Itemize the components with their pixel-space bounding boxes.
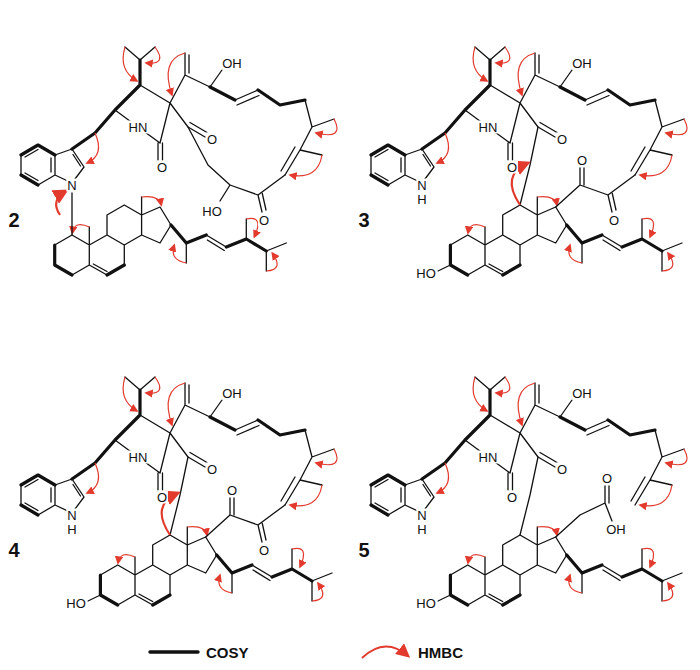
hydroxyketone-bridge [56, 127, 285, 235]
atom-label: H [66, 523, 77, 536]
compound-drawing [371, 377, 687, 605]
atom-label: HO [415, 597, 437, 610]
macrocycle-core [21, 47, 337, 185]
atom-label: HN [478, 451, 499, 464]
atom-label: O [506, 491, 518, 504]
atom-label: O [156, 161, 168, 174]
atom-label: O [226, 484, 238, 497]
atom-label: O [206, 463, 218, 476]
atom-label: N [416, 509, 427, 522]
atom-label: N [66, 179, 77, 192]
atom-label: HO [201, 205, 223, 218]
atom-label: HO [415, 267, 437, 280]
atom-label: OH [571, 387, 593, 400]
steroid-unit [450, 197, 682, 275]
compound-drawing [371, 47, 687, 275]
atom-label: HN [128, 451, 149, 464]
atom-label: O [258, 544, 270, 557]
atom-label: OH [221, 57, 243, 70]
atom-label: OH [221, 387, 243, 400]
atom-label: N [416, 179, 427, 192]
atom-label: H [416, 193, 427, 206]
macrocycle-core [371, 377, 687, 515]
compound-number: 2 [8, 210, 19, 230]
macrocycle-core [371, 47, 687, 185]
atom-label: H [416, 523, 427, 536]
atom-label: O [506, 161, 518, 174]
atom-label: OH [571, 57, 593, 70]
atom-label: O [601, 472, 613, 485]
atom-label: O [258, 214, 270, 227]
diketone-bridge [438, 127, 635, 271]
atom-label: O [576, 154, 588, 167]
macrocycle-core [21, 377, 337, 515]
hmbc-sample [362, 646, 408, 658]
atom-label: HO [65, 597, 87, 610]
cosy-sample [150, 650, 198, 653]
compound-drawing [21, 47, 337, 275]
steroid-unit [55, 197, 287, 275]
atom-label: O [556, 133, 568, 146]
compound-number: 4 [8, 540, 19, 560]
atom-label: O [608, 214, 620, 227]
diketone-bridge [88, 457, 285, 601]
atom-label: O [556, 463, 568, 476]
compound-number: 3 [358, 210, 369, 230]
legend-text: HMBC [418, 645, 463, 660]
legend-text: COSY [206, 645, 249, 660]
atom-label: HN [128, 121, 149, 134]
atom-label: O [206, 133, 218, 146]
atom-label: HN [478, 121, 499, 134]
atom-label: OH [605, 523, 627, 536]
acid-bridge [438, 457, 612, 601]
atom-label: O [156, 491, 168, 504]
compound-number: 5 [358, 540, 369, 560]
atom-label: N [66, 509, 77, 522]
steroid-unit [100, 527, 332, 605]
steroid-unit [450, 527, 682, 605]
compound-drawing [21, 377, 337, 605]
